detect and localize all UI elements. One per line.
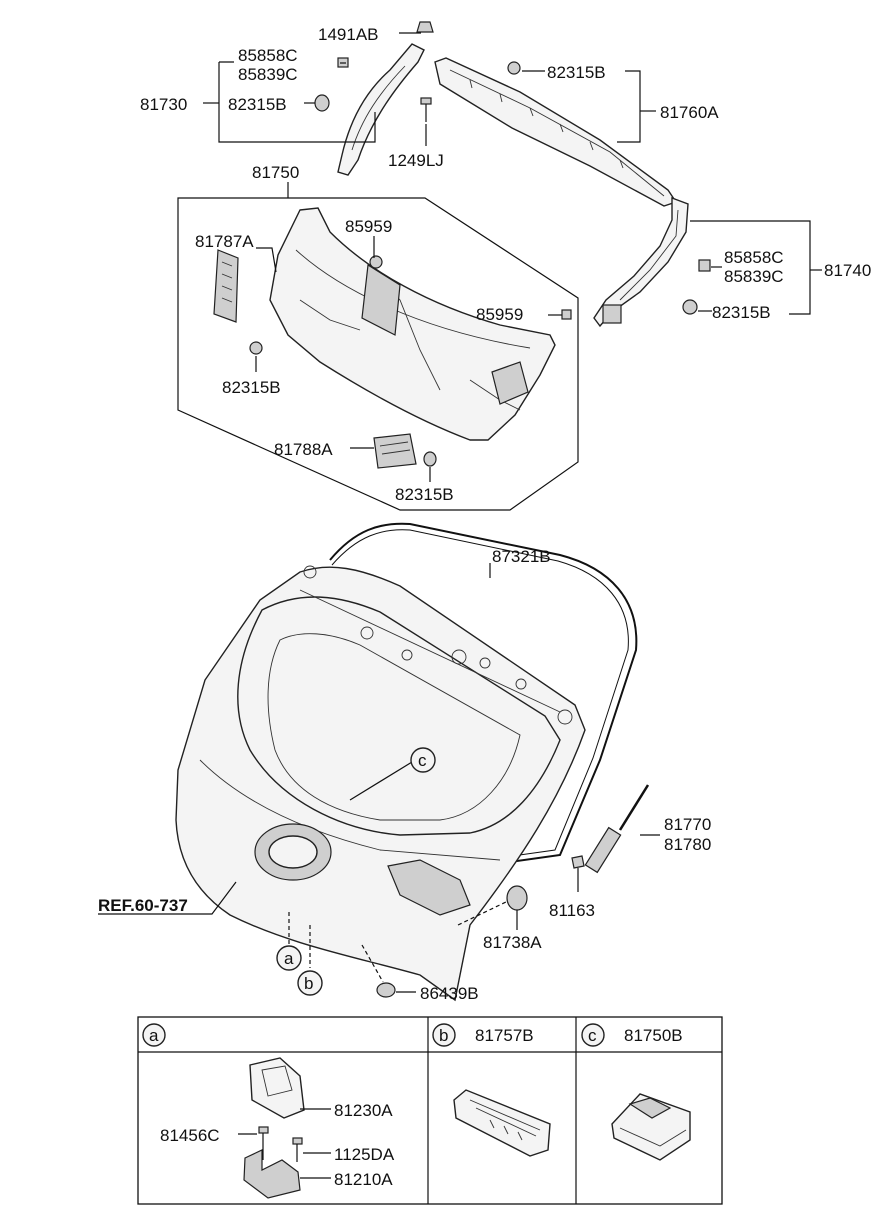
label-82315B-mid: 82315B (222, 378, 281, 397)
grille-81788A (373, 433, 417, 469)
table-part-81750B: 81750B (624, 1026, 683, 1045)
label-81760A: 81760A (660, 103, 719, 122)
parts-table (137, 1016, 723, 1205)
table-letter-c: c (588, 1026, 597, 1045)
label-81210A: 81210A (334, 1170, 393, 1189)
label-85858C-top: 85858C (238, 46, 298, 65)
bolt-icon (571, 855, 585, 892)
strut-icon (584, 784, 650, 874)
clip-icon (682, 299, 698, 315)
label-81750: 81750 (252, 163, 299, 182)
clip-icon (423, 451, 437, 467)
label-85839C-top: 85839C (238, 65, 298, 84)
label-81163: 81163 (549, 901, 595, 920)
label-81740: 81740 (824, 261, 871, 280)
label-82315B-low: 82315B (395, 485, 454, 504)
clip-icon (698, 259, 711, 272)
table-a-badge (142, 1023, 166, 1047)
clip-icon (507, 61, 521, 75)
label-82315B-right: 82315B (712, 303, 771, 322)
callout-a: a (284, 949, 294, 968)
label-81230A: 81230A (334, 1101, 393, 1120)
table-b-badge (432, 1023, 456, 1047)
screw-icon (420, 97, 432, 122)
clip-icon (249, 341, 263, 355)
latch-icon (243, 1057, 305, 1199)
callout-c: c (418, 751, 427, 770)
lamp-81750B (611, 1093, 691, 1161)
garnish-81757B (453, 1089, 551, 1157)
trim-81740 (593, 196, 689, 328)
table-letter-a: a (149, 1026, 159, 1045)
label-1249LJ: 1249LJ (388, 151, 444, 170)
clip-icon (376, 982, 396, 998)
label-82315B-left: 82315B (228, 95, 287, 114)
label-1491AB: 1491AB (318, 25, 379, 44)
label-86439B: 86439B (420, 984, 479, 1003)
table-part-81757B: 81757B (475, 1026, 534, 1045)
label-1125DA: 1125DA (334, 1145, 395, 1164)
tailgate-body (175, 565, 586, 1002)
label-85959-a: 85959 (345, 217, 392, 236)
label-81780: 81780 (664, 835, 711, 854)
label-85839C-right: 85839C (724, 267, 784, 286)
label-87321B: 87321B (492, 547, 551, 566)
label-82315B-top: 82315B (547, 63, 606, 82)
label-REF-60-737: REF.60-737 (98, 896, 188, 915)
callout-a-badge (276, 945, 302, 971)
callout-b-badge (297, 970, 323, 996)
label-85959-b: 85959 (476, 305, 523, 324)
label-81770: 81770 (664, 815, 711, 834)
trim-panel-81750 (269, 207, 556, 441)
callout-b: b (304, 974, 313, 993)
label-81730: 81730 (140, 95, 187, 114)
grille-81787A (213, 249, 239, 323)
screw-icon (258, 1126, 303, 1162)
clip-icon (561, 309, 572, 320)
label-85858C-right: 85858C (724, 248, 784, 267)
label-81788A: 81788A (274, 440, 333, 459)
clip-icon (369, 255, 383, 269)
label-81738A: 81738A (483, 933, 542, 952)
label-81456C: 81456C (160, 1126, 220, 1145)
bumper-icon (506, 885, 528, 911)
table-letter-b: b (439, 1026, 448, 1045)
callout-c-badge (410, 747, 436, 773)
table-c-badge (581, 1023, 605, 1047)
weatherstrip-87321B (329, 522, 638, 865)
label-81787A: 81787A (195, 232, 254, 251)
group-box-81750 (177, 197, 579, 511)
